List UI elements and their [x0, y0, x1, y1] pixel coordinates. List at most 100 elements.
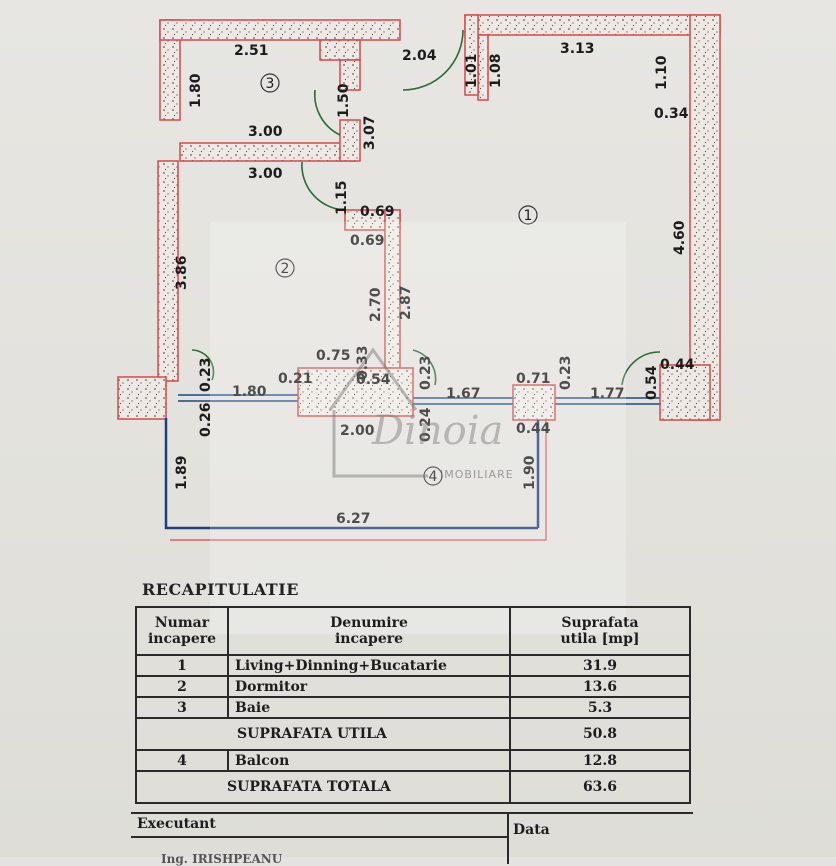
room-number: 1 — [524, 208, 533, 224]
total-label: SUPRAFATA TOTALA — [135, 770, 511, 804]
dim-label: 0.33 — [355, 345, 371, 380]
row-name: Living+Dinning+Bucatarie — [227, 654, 511, 677]
signer-name: Ing. IRISHPEANU — [161, 852, 283, 866]
header-text: Suprafata — [561, 615, 639, 631]
walls — [117, 14, 721, 421]
watermark-brand: Dinoia — [372, 408, 504, 454]
door-swing — [191, 349, 215, 381]
door-swing — [402, 29, 464, 91]
wall-segment — [339, 119, 361, 162]
wall-segment — [159, 19, 401, 41]
dim-label: 0.69 — [350, 233, 385, 249]
row-num: 1 — [135, 654, 229, 677]
row-area: 31.9 — [509, 654, 691, 677]
wall-segment — [659, 364, 711, 421]
header-text: incapere — [334, 631, 404, 647]
dim-label: 0.75 — [316, 348, 351, 364]
table-header-row: Numar incapere Denumire incapere Suprafa… — [135, 606, 691, 656]
dim-label: 0.44 — [516, 421, 551, 437]
room-numbers: 1 2 3 4 — [260, 73, 538, 486]
floor-plan: 1 2 3 4 2.51 1.80 2.04 1.01 1.08 3.13 1.… — [117, 14, 721, 541]
dim-label: 1.15 — [334, 180, 350, 215]
door-swing — [313, 89, 341, 136]
wall-segment — [319, 39, 361, 61]
wall-segment — [117, 376, 167, 420]
wall-pillar — [297, 367, 414, 417]
dim-label: 1.50 — [336, 83, 352, 118]
dim-label: 1.80 — [232, 384, 267, 400]
door-swings — [191, 29, 661, 386]
total-value: 63.6 — [509, 770, 691, 804]
dimension-labels: 2.51 1.80 2.04 1.01 1.08 3.13 1.10 0.34 … — [174, 41, 695, 527]
row-name: Balcon — [227, 749, 511, 772]
row-num: 2 — [135, 675, 229, 698]
room-number: 3 — [266, 76, 275, 92]
windows — [178, 394, 660, 405]
dim-label: 0.54 — [644, 365, 660, 400]
dim-label: 2.04 — [402, 48, 437, 64]
row-name: Dormitor — [227, 675, 511, 698]
watermark-panel — [210, 222, 626, 634]
door-swing — [301, 161, 346, 211]
subtotal-value: 50.8 — [509, 717, 691, 751]
dim-label: 0.23 — [418, 355, 434, 390]
row-area: 12.8 — [509, 749, 691, 772]
dim-label: 0.71 — [516, 371, 551, 387]
room-number: 4 — [429, 469, 438, 485]
table-row: 1 Living+Dinning+Bucatarie 31.9 — [135, 654, 691, 677]
dim-label: 3.00 — [248, 124, 283, 140]
dim-label: 2.51 — [234, 43, 269, 59]
total-row: SUPRAFATA TOTALA 63.6 — [135, 770, 691, 804]
dim-label: 6.27 — [336, 511, 371, 527]
subtotal-label: SUPRAFATA UTILA — [135, 717, 511, 751]
dim-label: 3.07 — [362, 115, 378, 150]
table-row: 4 Balcon 12.8 — [135, 749, 691, 772]
row-area: 13.6 — [509, 675, 691, 698]
dim-label: 0.23 — [198, 357, 214, 392]
dim-label: 0.69 — [360, 204, 395, 220]
dim-label: 0.24 — [418, 407, 434, 442]
room-number: 2 — [281, 261, 290, 277]
dim-label: 0.44 — [660, 357, 695, 373]
header-text: incapere — [147, 631, 217, 647]
row-name: Baie — [227, 696, 511, 719]
wall-segment — [464, 14, 721, 36]
executant-label: Executant — [137, 816, 216, 832]
table-row: 3 Baie 5.3 — [135, 696, 691, 719]
dim-label: 1.67 — [446, 386, 481, 402]
dim-label: 4.60 — [672, 220, 688, 255]
dim-label: 2.70 — [368, 287, 384, 322]
row-num: 3 — [135, 696, 229, 719]
dim-label: 1.90 — [522, 455, 538, 490]
wall-pillar — [512, 384, 556, 421]
dim-label: 1.80 — [188, 73, 204, 108]
wall-segment — [464, 14, 479, 96]
header-area: Suprafata utila [mp] — [509, 606, 691, 656]
executant-block: Executant Ing. IRISHPEANU Data — [131, 812, 693, 866]
data-label: Data — [513, 822, 550, 838]
door-swing — [621, 351, 661, 386]
header-text: Numar — [154, 615, 210, 631]
dim-label: 0.54 — [356, 372, 391, 388]
dim-label: 2.87 — [398, 285, 414, 320]
table-row: 2 Dormitor 13.6 — [135, 675, 691, 698]
recap-title: RECAPITULATIE — [142, 580, 299, 599]
dim-label: 0.23 — [558, 355, 574, 390]
row-num: 4 — [135, 749, 229, 772]
dim-label: 1.08 — [488, 53, 504, 88]
divider — [131, 836, 507, 838]
recap-table: Numar incapere Denumire incapere Suprafa… — [135, 606, 691, 804]
dim-label: 3.13 — [560, 41, 595, 57]
wall-segment — [689, 14, 721, 421]
dim-label: 2.00 — [340, 423, 375, 439]
row-area: 5.3 — [509, 696, 691, 719]
house-logo-icon — [328, 347, 428, 478]
wall-segment — [339, 59, 361, 91]
header-text: utila [mp] — [560, 631, 640, 647]
dim-label: 0.21 — [278, 371, 313, 387]
dim-label: 3.86 — [174, 255, 190, 290]
wall-segment — [157, 160, 179, 382]
dim-label: 1.01 — [464, 53, 480, 88]
header-text: Denumire — [330, 615, 408, 631]
wall-segment — [179, 142, 356, 162]
